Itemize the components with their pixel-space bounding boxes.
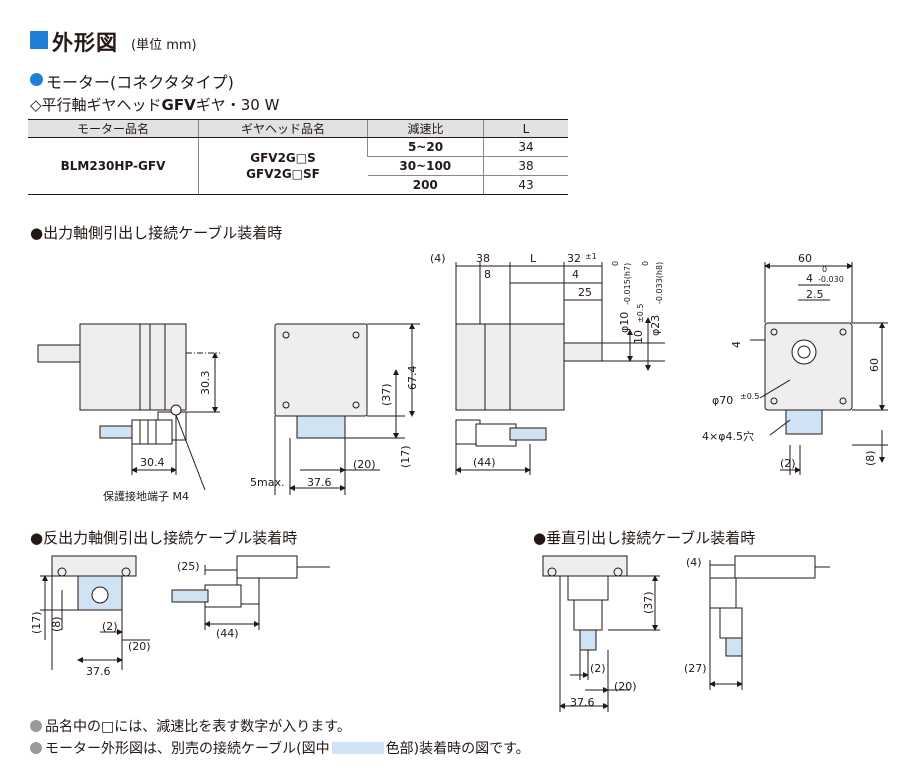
dim-2p-c: (2) [590, 662, 606, 675]
dim-4-030: 4 [806, 272, 813, 285]
dimension-labels: 30.3 30.4 保護接地端子 M4 5max. 37.6 (20) (37)… [30, 252, 881, 709]
gear-face-view [750, 262, 888, 475]
section-vertical: ●垂直引出し接続ケーブル装着時 [533, 529, 756, 547]
dim-17p-b: (17) [30, 611, 43, 634]
dim-38: 38 [476, 252, 490, 265]
dim-20p: (20) [353, 458, 376, 471]
dim-phi70: φ70 [712, 394, 733, 407]
dim-67-4: 67.4 [406, 366, 419, 391]
cable-color-swatch [331, 742, 384, 754]
col-motor: モーター品名 [28, 119, 199, 138]
dim-30-3: 30.3 [199, 371, 212, 396]
dim-2p: (2) [780, 457, 796, 470]
dim-10: 10 [632, 330, 645, 344]
col-gear: ギヤヘッド品名 [198, 119, 368, 138]
dim-17p: (17) [399, 445, 412, 468]
page-title: 外形図 [52, 31, 118, 55]
opposite-side-view [171, 555, 330, 630]
dim-25: 25 [578, 286, 592, 299]
side-view-1 [37, 323, 220, 491]
dim-60-side: 60 [868, 358, 881, 372]
dim-4-030-side: 4 [730, 341, 743, 348]
vertical-front-view [542, 555, 660, 712]
dim-44p-b: (44) [216, 627, 239, 640]
dim-37p: (37) [380, 383, 393, 406]
dim-27p: (27) [684, 662, 707, 675]
dim-4p: (4) [430, 252, 446, 265]
holes-label: 4×φ4.5穴 [702, 429, 754, 443]
title-square-icon [30, 31, 48, 49]
L-cell: 43 [483, 175, 568, 195]
dim-20p-b: (20) [128, 640, 151, 653]
unit-label: (単位 mm) [131, 38, 197, 53]
dim-32: 32 [567, 252, 581, 265]
col-L: L [483, 119, 568, 138]
dim-5max: 5max. [250, 476, 284, 489]
dim-30-4: 30.4 [140, 456, 165, 469]
section-output: ●出力軸側引出し接続ケーブル装着時 [30, 224, 283, 242]
dim-4p-d: (4) [686, 556, 702, 569]
dim-37-6-c: 37.6 [570, 696, 595, 709]
dim-phi10-tol: -0.015(h7) [623, 263, 632, 305]
dim-2-5: 2.5 [806, 288, 824, 301]
gearhead-line: ◇平行軸ギヤヘッドGFVギヤ・30 W [30, 96, 280, 114]
dim-phi70-tol: ±0.5 [740, 392, 759, 401]
spec-table: モーター品名 ギヤヘッド品名 減速比 L BLM230HP-GFV GFV2G□… [28, 119, 568, 195]
dim-8: 8 [484, 268, 491, 281]
L-cell: 38 [483, 156, 568, 176]
bullet-icon [30, 73, 43, 86]
L-cell: 34 [483, 137, 568, 157]
dim-25p: (25) [177, 560, 200, 573]
dim-37p-c: (37) [642, 591, 655, 614]
dim-L: L [530, 252, 537, 265]
dim-8p-b: (8) [50, 616, 63, 632]
dim-4-030-zero: 0 [822, 265, 827, 274]
dim-4: 4 [572, 268, 579, 281]
front-view-1 [274, 323, 420, 495]
motor-subtitle: モーター(コネクタタイプ) [46, 73, 234, 92]
dim-phi23: φ23 [649, 315, 662, 336]
dim-20p-c: (20) [614, 680, 637, 693]
ratio-cell: 5~20 [367, 137, 484, 157]
dim-phi10: φ10 [618, 312, 631, 333]
opposite-front-view [40, 555, 150, 670]
bullet-icon [30, 720, 42, 732]
motor-name: BLM230HP-GFV [28, 137, 199, 195]
dim-phi23-zero: 0 [641, 261, 650, 266]
section-opposite: ●反出力軸側引出し接続ケーブル装着時 [30, 529, 298, 547]
note-2: モーター外形図は、別売の接続ケーブル(図中色部)装着時の図です。 [30, 738, 530, 758]
side-view-2 [455, 262, 665, 475]
dim-44p: (44) [473, 456, 496, 469]
vertical-side-view [709, 555, 830, 690]
bullet-icon [30, 742, 42, 754]
note-1: 品名中の□には、減速比を表す数字が入ります。 [30, 716, 351, 736]
dim-60-top: 60 [798, 252, 812, 265]
dim-32-tol: ±1 [585, 252, 597, 261]
dim-10-tol: ±0.5 [636, 304, 645, 323]
ground-terminal-label: 保護接地端子 M4 [103, 489, 189, 503]
dim-phi10-zero: 0 [611, 261, 620, 266]
dim-8p: (8) [864, 450, 877, 466]
dim-37-6-b: 37.6 [86, 665, 111, 678]
dim-phi23-tol: -0.033(h8) [655, 262, 664, 304]
ratio-cell: 200 [367, 175, 484, 195]
ratio-cell: 30~100 [367, 156, 484, 176]
dim-4-030-tol: -0.030 [818, 275, 844, 284]
dim-37-6: 37.6 [307, 476, 332, 489]
dim-2p-b: (2) [102, 620, 118, 633]
col-ratio: 減速比 [367, 119, 484, 138]
